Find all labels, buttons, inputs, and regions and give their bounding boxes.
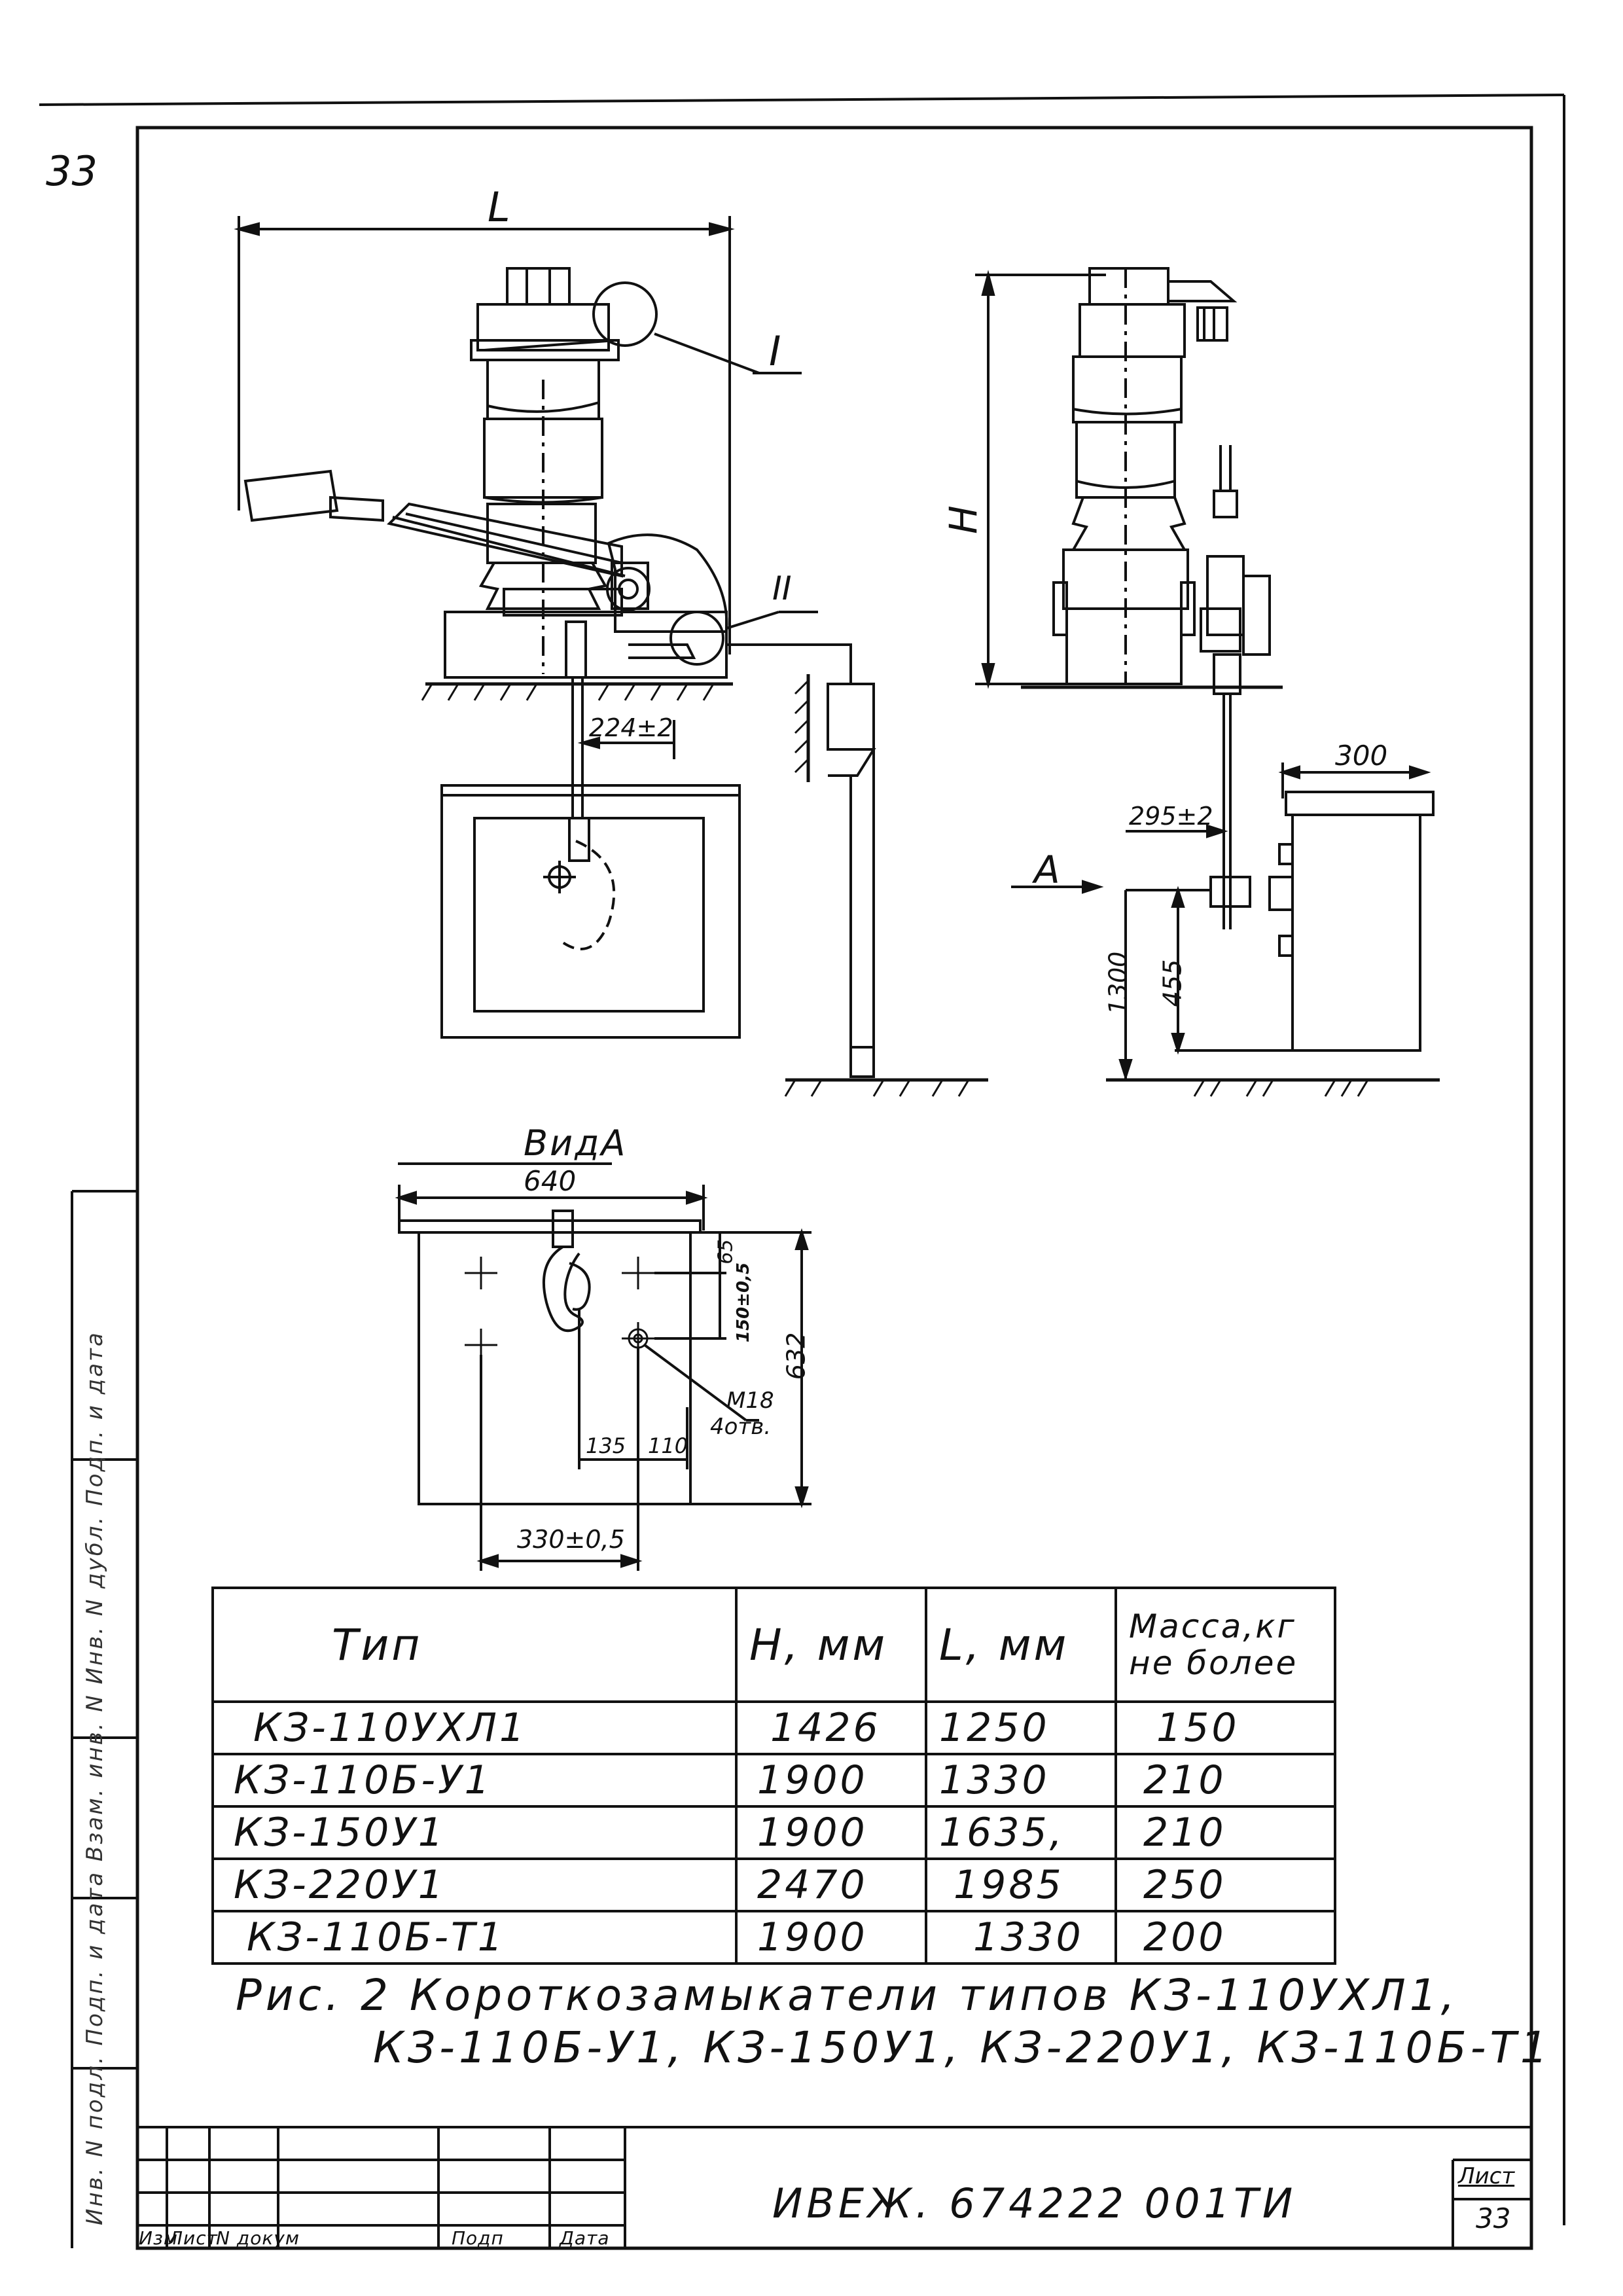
cell-type: КЗ-110УХЛ1 (211, 1700, 738, 1755)
cell-h: 1900 (735, 1805, 927, 1860)
header-l: L, мм (925, 1587, 1117, 1703)
spec-table: Тип H, мм L, мм Масса,кг не более КЗ-110… (211, 1587, 1336, 1965)
side-view (975, 267, 1440, 1097)
cell-h: 1426 (735, 1700, 927, 1755)
bolt-label-m18: М18 (726, 1388, 774, 1414)
dim-label-65: 65 (714, 1239, 738, 1265)
detail-circle-II (669, 611, 724, 666)
title-col-list: Лист (169, 2227, 218, 2249)
table-row: КЗ-220У1 2470 1985 250 (211, 1857, 1336, 1912)
detail-circle-I (592, 281, 658, 347)
figure-caption-line1: Рис. 2 Короткозамыкатели типов КЗ-110УХЛ… (236, 1970, 1459, 2020)
cell-type: КЗ-110Б-Т1 (211, 1910, 738, 1965)
cell-mass: 250 (1115, 1857, 1336, 1912)
table-row: КЗ-110Б-У1 1900 1330 210 (211, 1753, 1336, 1808)
title-col-data: Дата (560, 2227, 610, 2249)
spec-table-header-row: Тип H, мм L, мм Масса,кг не более (211, 1587, 1336, 1703)
cell-mass: 200 (1115, 1910, 1336, 1965)
cell-l: 1330 (925, 1910, 1117, 1965)
leader-II (726, 611, 779, 630)
callout-label-I: I (769, 327, 781, 375)
cell-l: 1635, (925, 1805, 1117, 1860)
cell-type: КЗ-150У1 (211, 1805, 738, 1860)
figure-caption-line2: КЗ-110Б-У1, КЗ-150У1, КЗ-220У1, КЗ-110Б-… (373, 2022, 1552, 2073)
title-col-dokum: N докум (216, 2227, 300, 2249)
title-block-lines (137, 2126, 1531, 2248)
blade-tip (243, 469, 339, 522)
cell-h: 2470 (735, 1857, 927, 1912)
cell-h: 1900 (735, 1910, 927, 1965)
page-number: 33 (46, 147, 98, 195)
dim-label-300: 300 (1335, 740, 1388, 772)
dim-label-H: H (940, 505, 986, 534)
document-code: ИВЕЖ. 674222 001ТИ (772, 2179, 1297, 2227)
title-col-izm: Изм (139, 2227, 178, 2249)
bolt-label-holes: 4отв. (710, 1414, 772, 1440)
table-row: КЗ-110Б-Т1 1900 1330 200 (211, 1910, 1336, 1965)
header-mass: Масса,кг не более (1115, 1587, 1336, 1703)
sheet-number: 33 (1476, 2202, 1511, 2234)
dim-label-455: 455 (1158, 959, 1187, 1007)
cell-mass: 210 (1115, 1805, 1336, 1860)
title-col-podp: Подп (452, 2227, 504, 2249)
table-row: КЗ-110УХЛ1 1426 1250 150 (211, 1700, 1336, 1755)
cell-h: 1900 (735, 1753, 927, 1808)
cell-type: КЗ-110Б-У1 (211, 1753, 738, 1808)
dim-label-150: 150±0,5 (734, 1262, 754, 1343)
header-type: Тип (211, 1587, 738, 1703)
view-marker-A: A (1034, 848, 1060, 892)
cell-l: 1985 (925, 1857, 1117, 1912)
sheet-label: Лист (1458, 2163, 1515, 2189)
view-a-title: ВидА (524, 1122, 628, 1164)
dim-label-224: 224±2 (589, 713, 673, 742)
drawing-frame (135, 126, 1533, 2250)
cell-type: КЗ-220У1 (211, 1857, 738, 1912)
dim-label-1300: 1300 (1103, 951, 1133, 1015)
cell-mass: 210 (1115, 1753, 1336, 1808)
front-view (234, 216, 988, 1097)
dim-label-295: 295±2 (1129, 802, 1213, 831)
drive-cabinet (440, 784, 741, 1039)
side-strip-text: Инв. N подл. Подп. и дата Взам. инв. N И… (82, 1331, 108, 2225)
cell-l: 1330 (925, 1753, 1117, 1808)
dim-label-110: 110 (648, 1433, 688, 1458)
dim-label-330: 330±0,5 (517, 1525, 625, 1554)
leader-I (654, 332, 760, 374)
callout-label-II: II (772, 569, 792, 607)
header-h: H, мм (735, 1587, 927, 1703)
view-a (395, 1162, 812, 1571)
dim-label-640: 640 (524, 1165, 577, 1197)
dim-label-135: 135 (586, 1433, 626, 1458)
table-row: КЗ-150У1 1900 1635, 210 (211, 1805, 1336, 1860)
sheet-top-edge (39, 94, 1565, 106)
cell-l: 1250 (925, 1700, 1117, 1755)
dim-label-632: 632 (781, 1332, 811, 1380)
cell-mass: 150 (1115, 1700, 1336, 1755)
dim-label-L: L (488, 183, 510, 231)
